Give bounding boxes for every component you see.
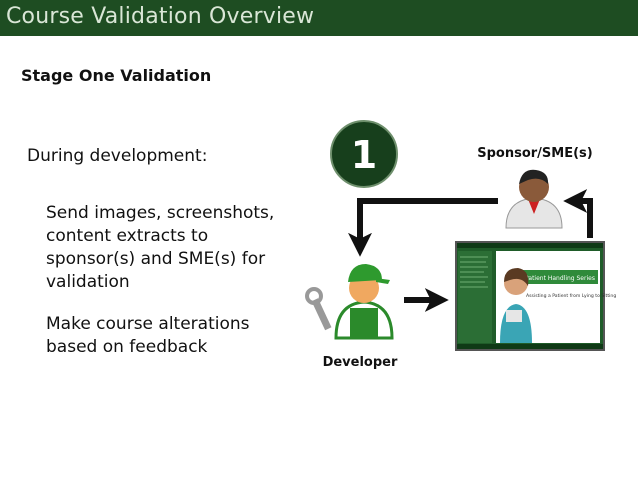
stage-heading: Stage One Validation <box>21 66 212 85</box>
slide-title: Course Validation Overview <box>6 4 315 29</box>
arrow-screen-to-sponsor <box>563 189 593 238</box>
course-banner: Patient Handling Series <box>525 275 595 282</box>
sponsor-person-icon <box>505 169 563 229</box>
validation-diagram: 1 Sponsor/SME(s) Developer <box>305 120 616 372</box>
sponsor-label: Sponsor/SME(s) <box>477 146 592 161</box>
course-screen-thumbnail: Patient Handling Series Assisting a Pati… <box>455 241 616 351</box>
developer-label: Developer <box>323 355 398 370</box>
course-subtitle: Assisting a Patient from Lying to Sittin… <box>526 293 616 299</box>
bullet-list: Send images, screenshots, content extrac… <box>46 202 286 378</box>
developer-person-icon <box>305 264 394 340</box>
arrow-sponsor-to-developer <box>348 198 498 257</box>
bullet-item: Send images, screenshots, content extrac… <box>46 203 275 292</box>
bullet-item: Make course alterations based on feedbac… <box>46 314 250 357</box>
title-bar: Course Validation Overview <box>0 0 638 36</box>
intro-text: During development: <box>27 146 208 166</box>
stage-number: 1 <box>351 133 377 177</box>
stage-number-badge: 1 <box>330 120 398 188</box>
